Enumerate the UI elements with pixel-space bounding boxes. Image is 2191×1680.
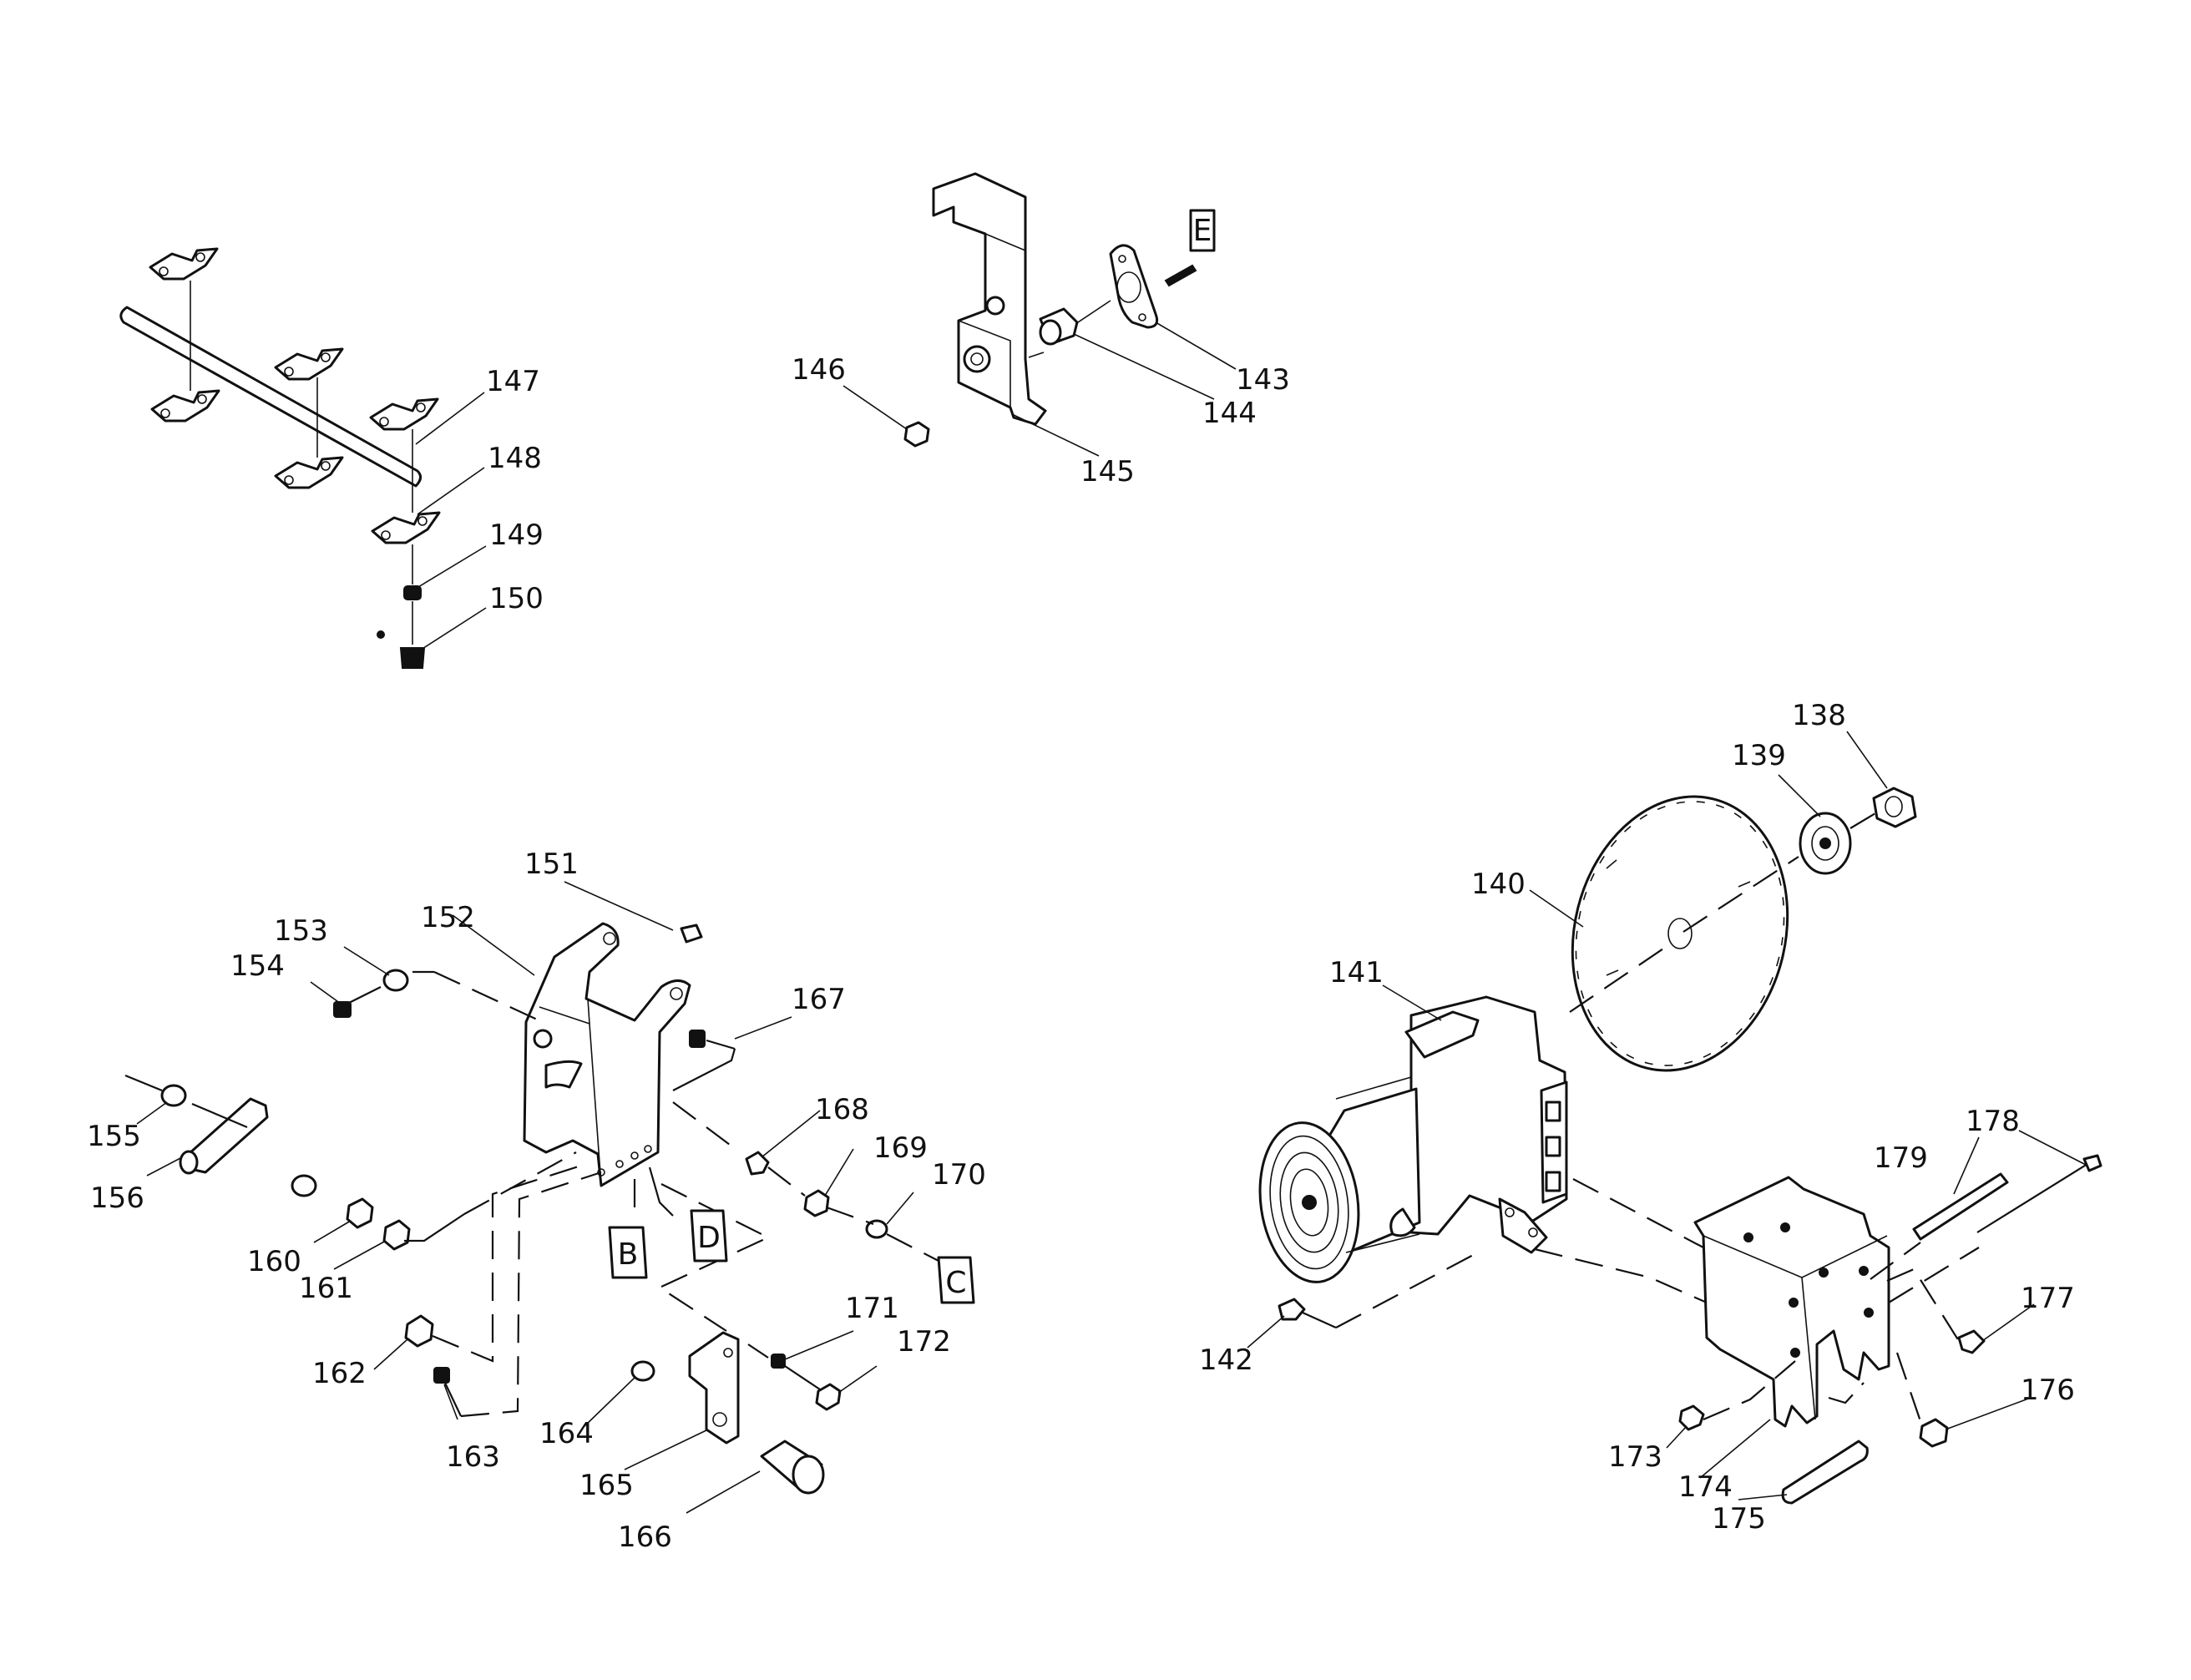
motor-blade-assembly: [1247, 731, 2102, 1505]
connector-tag-b: B: [608, 1226, 648, 1279]
label-169: 169: [873, 1131, 928, 1165]
bolt-163: [433, 1367, 462, 1417]
label-179: 179: [1874, 1141, 1928, 1175]
label-148: 148: [488, 442, 542, 475]
hex-nut-146: [903, 421, 930, 448]
nut-160: [346, 1197, 374, 1229]
washer-164: [630, 1360, 655, 1382]
label-178: 178: [1966, 1105, 2020, 1138]
label-175: 175: [1712, 1502, 1766, 1536]
spacer-149: [403, 585, 422, 600]
clamp-e: [274, 456, 344, 489]
clamp-c: [274, 347, 344, 381]
nut-176: [1919, 1418, 1949, 1448]
label-145: 145: [1080, 455, 1135, 488]
clamp-b: [150, 389, 220, 423]
clamp-d: [369, 397, 439, 431]
label-150: 150: [489, 582, 544, 615]
label-162: 162: [312, 1357, 367, 1390]
plate-165: [688, 1331, 740, 1445]
flange-139: [1799, 812, 1852, 875]
nut-169: [803, 1189, 830, 1217]
label-156: 156: [90, 1182, 144, 1215]
label-176: 176: [2021, 1374, 2075, 1407]
label-140: 140: [1471, 868, 1526, 901]
spacer-168: [745, 1151, 770, 1176]
label-138: 138: [1792, 699, 1846, 732]
screw-177: [1957, 1329, 1986, 1354]
trunnion-assembly: [124, 881, 939, 1514]
nut-173: [1678, 1404, 1705, 1431]
label-165: 165: [579, 1469, 634, 1502]
spacer-171: [771, 1354, 786, 1369]
pin-175: [1781, 1440, 1869, 1505]
label-154: 154: [230, 949, 285, 983]
bracket-152: [523, 922, 691, 1187]
label-153: 153: [274, 914, 328, 948]
svg-text:E: E: [1193, 214, 1212, 248]
motor-141: [1258, 995, 1568, 1283]
plate-143: [1109, 244, 1159, 329]
label-141: 141: [1329, 956, 1384, 989]
connector-tag-d: D: [690, 1209, 728, 1263]
washer-155: [160, 1084, 187, 1107]
block-151: [680, 923, 703, 944]
label-167: 167: [792, 983, 846, 1016]
washer-a: [291, 1174, 317, 1197]
shaft-156: [187, 1097, 269, 1174]
bolt-178: [1976, 1154, 2102, 1233]
label-166: 166: [618, 1521, 672, 1554]
label-146: 146: [792, 353, 846, 387]
rod-clamp-assembly: [119, 247, 487, 669]
label-139: 139: [1732, 739, 1786, 772]
clamp-f: [371, 511, 441, 544]
motor-bracket-174: [1693, 1176, 1890, 1428]
foot-150: [399, 647, 426, 669]
bracket-assembly: [842, 172, 1237, 457]
label-144: 144: [1202, 397, 1257, 430]
label-174: 174: [1678, 1470, 1733, 1504]
svg-text:B: B: [618, 1237, 639, 1272]
label-152: 152: [421, 901, 475, 934]
part-labels: 147 148 149 150 146 143 144 145 151 152 …: [87, 353, 2075, 1554]
nut-162: [404, 1314, 434, 1348]
label-168: 168: [815, 1093, 869, 1126]
connector-tag-c: C: [937, 1256, 975, 1304]
label-147: 147: [486, 365, 540, 398]
screw-154: [333, 986, 382, 1018]
label-172: 172: [897, 1325, 951, 1359]
label-161: 161: [299, 1272, 353, 1305]
label-160: 160: [247, 1245, 301, 1278]
pin-179: [1912, 1172, 2009, 1241]
label-151: 151: [524, 848, 579, 881]
label-143: 143: [1236, 363, 1290, 397]
label-142: 142: [1199, 1343, 1253, 1377]
washer-170: [865, 1219, 888, 1239]
rod: [119, 306, 422, 488]
label-155: 155: [87, 1120, 141, 1153]
clamp-a: [149, 247, 219, 281]
connector-tag-e: E: [1189, 209, 1216, 252]
label-163: 163: [446, 1440, 500, 1474]
label-177: 177: [2021, 1282, 2075, 1315]
label-170: 170: [932, 1158, 986, 1192]
bolt-142: [1278, 1298, 1337, 1329]
screw-167: [689, 1030, 736, 1050]
arbor-nut-138: [1872, 787, 1917, 828]
label-149: 149: [489, 519, 544, 552]
label-173: 173: [1608, 1440, 1662, 1474]
svg-text:C: C: [945, 1266, 966, 1300]
label-171: 171: [845, 1292, 899, 1325]
label-164: 164: [539, 1417, 594, 1450]
nut-172: [815, 1383, 842, 1411]
svg-text:D: D: [697, 1221, 721, 1255]
washer-153: [382, 969, 409, 992]
nut-161: [382, 1219, 411, 1251]
saw-blade-140: [1571, 795, 1789, 1072]
